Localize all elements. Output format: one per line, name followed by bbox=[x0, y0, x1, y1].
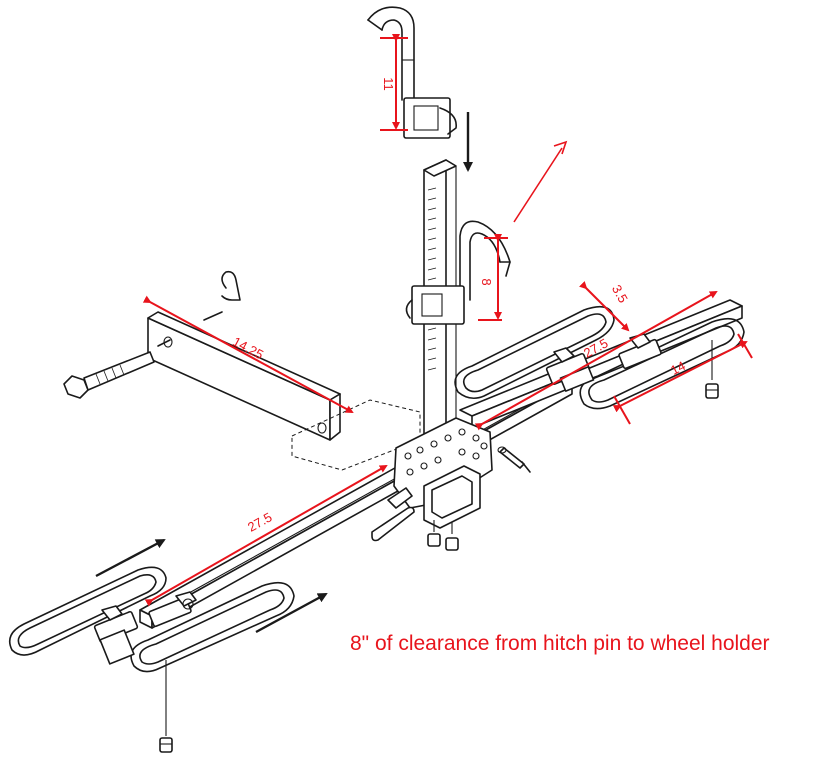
upper-hook-arm bbox=[367, 6, 457, 139]
dim-upright-offset-label: 3.5 bbox=[609, 282, 631, 305]
receiver-bolts bbox=[427, 520, 459, 551]
left-tray-bolt bbox=[159, 660, 173, 753]
dim-lower-hook-label: 8 bbox=[479, 278, 494, 285]
hook-remove-arrow bbox=[513, 140, 568, 223]
hitch-bracket bbox=[387, 417, 493, 529]
short-arm bbox=[147, 311, 341, 441]
dim-upper-hook-label: 11 bbox=[381, 77, 396, 91]
dim-right-loop: 14 bbox=[612, 333, 753, 425]
left-ratchet-clamps bbox=[93, 591, 197, 665]
clearance-caption: 8" of clearance from hitch pin to wheel … bbox=[350, 632, 770, 655]
dim-upper-hook: 11 bbox=[380, 34, 408, 131]
dim-main-bar: 27.5 bbox=[144, 465, 388, 607]
tilt-handle bbox=[371, 506, 415, 542]
receiver-outline bbox=[291, 399, 421, 471]
dim-right-loop-label: 14 bbox=[668, 358, 688, 378]
dim-main-bar-label: 27.5 bbox=[245, 509, 274, 534]
dim-upright-offset: 3.5 bbox=[578, 280, 631, 332]
lower-hook-arm bbox=[405, 220, 511, 325]
hitch-pin-clip bbox=[203, 270, 241, 321]
dim-lower-hook: 8 bbox=[478, 234, 508, 321]
hitch-pin bbox=[497, 446, 531, 473]
